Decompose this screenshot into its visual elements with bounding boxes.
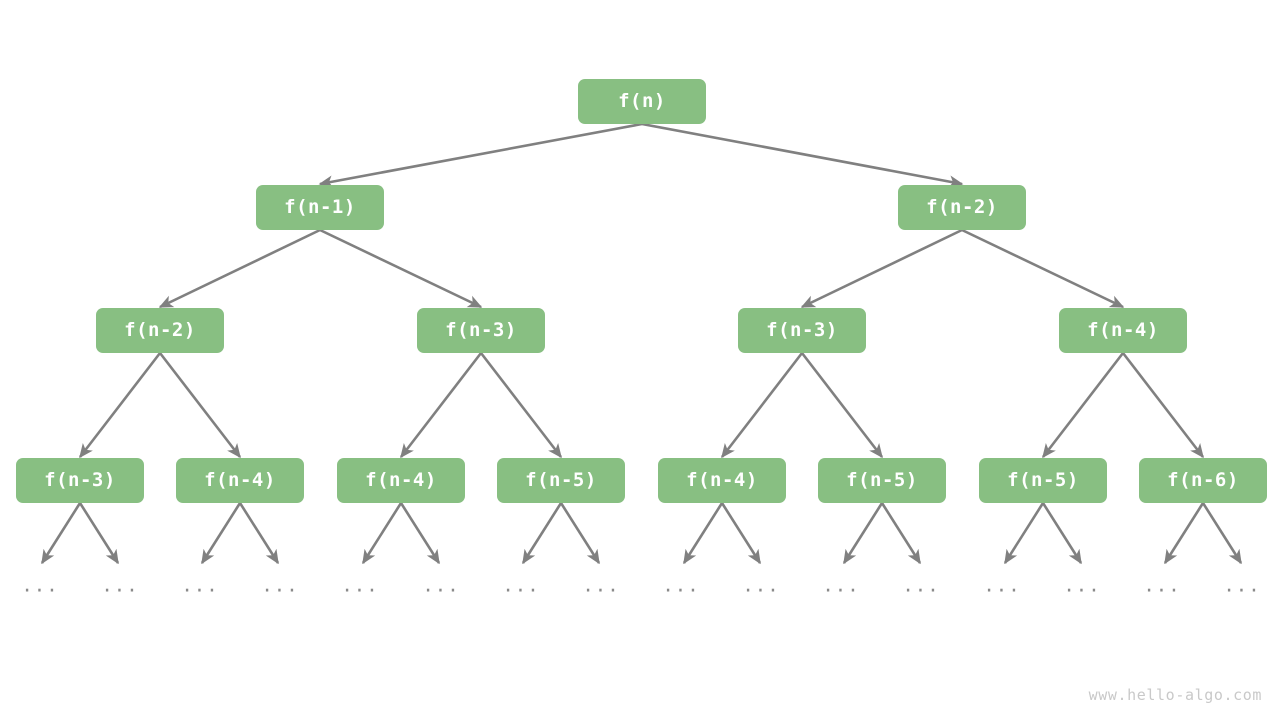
tree-node-level-2-3: f(n-4): [1059, 307, 1187, 353]
ellipsis-14: ...: [1143, 574, 1181, 597]
ellipsis-5: ...: [422, 574, 460, 597]
ellipsis-10: ...: [822, 574, 860, 597]
ellipsis-0: ...: [21, 574, 59, 597]
tree-edge: [1121, 352, 1205, 459]
tree-node-level-3-1: f(n-4): [176, 457, 304, 503]
watermark: www.hello-algo.com: [1088, 686, 1262, 704]
tree-edge: [682, 502, 724, 565]
tree-edge: [1003, 502, 1045, 565]
tree-node-level-0-0: f(n): [578, 78, 706, 124]
tree-node-label: f(n-5): [525, 469, 597, 491]
tree-edge: [641, 122, 964, 188]
ellipsis-12: ...: [983, 574, 1021, 597]
tree-node-label: f(n): [618, 90, 666, 112]
ellipsis-1: ...: [101, 574, 139, 597]
tree-node-level-1-0: f(n-1): [256, 184, 384, 230]
ellipsis-13: ...: [1063, 574, 1101, 597]
tree-edge: [158, 352, 242, 459]
tree-edge: [559, 502, 601, 565]
tree-node-label: f(n-3): [445, 319, 517, 341]
tree-edge: [40, 502, 82, 565]
ellipsis-11: ...: [902, 574, 940, 597]
tree-edge: [158, 228, 321, 309]
ellipsis-4: ...: [341, 574, 379, 597]
tree-node-level-3-2: f(n-4): [337, 457, 465, 503]
tree-node-label: f(n-2): [124, 319, 196, 341]
tree-edge: [361, 502, 403, 565]
tree-node-level-1-1: f(n-2): [898, 184, 1026, 230]
tree-node-label: f(n-4): [204, 469, 276, 491]
tree-edge: [1201, 502, 1243, 565]
ellipsis-8: ...: [662, 574, 700, 597]
tree-edge: [720, 352, 804, 459]
tree-edge: [78, 502, 120, 565]
tree-edge: [78, 352, 162, 459]
ellipsis-2: ...: [181, 574, 219, 597]
tree-node-level-3-3: f(n-5): [497, 457, 625, 503]
tree-edge: [399, 502, 441, 565]
tree-node-level-3-7: f(n-6): [1139, 457, 1267, 503]
tree-node-label: f(n-2): [926, 196, 998, 218]
tree-node-level-2-0: f(n-2): [96, 307, 224, 353]
tree-edge: [319, 228, 483, 309]
ellipsis-6: ...: [502, 574, 540, 597]
tree-edge: [720, 502, 762, 565]
tree-edge: [399, 352, 483, 459]
tree-node-level-3-6: f(n-5): [979, 457, 1107, 503]
ellipsis-7: ...: [582, 574, 620, 597]
tree-edge: [238, 502, 280, 565]
tree-edge: [1041, 502, 1083, 565]
tree-node-label: f(n-6): [1167, 469, 1239, 491]
tree-edge: [800, 228, 963, 309]
tree-node-label: f(n-1): [284, 196, 356, 218]
tree-node-level-2-2: f(n-3): [738, 307, 866, 353]
tree-node-level-3-5: f(n-5): [818, 457, 946, 503]
tree-edge: [880, 502, 922, 565]
tree-edge: [961, 228, 1125, 309]
tree-edge: [521, 502, 563, 565]
tree-edge: [200, 502, 242, 565]
tree-node-level-3-0: f(n-3): [16, 457, 144, 503]
ellipsis-3: ...: [261, 574, 299, 597]
tree-edge: [1163, 502, 1205, 565]
tree-edge: [800, 352, 884, 459]
tree-node-label: f(n-5): [1007, 469, 1079, 491]
tree-edge: [479, 352, 563, 459]
tree-edge: [318, 122, 643, 188]
tree-node-level-3-4: f(n-4): [658, 457, 786, 503]
tree-edge: [842, 502, 884, 565]
tree-node-label: f(n-4): [365, 469, 437, 491]
ellipsis-9: ...: [742, 574, 780, 597]
tree-node-label: f(n-3): [44, 469, 116, 491]
tree-node-level-2-1: f(n-3): [417, 307, 545, 353]
tree-node-label: f(n-4): [686, 469, 758, 491]
tree-node-label: f(n-3): [766, 319, 838, 341]
tree-node-label: f(n-4): [1087, 319, 1159, 341]
tree-node-label: f(n-5): [846, 469, 918, 491]
ellipsis-15: ...: [1223, 574, 1261, 597]
tree-edge: [1041, 352, 1125, 459]
